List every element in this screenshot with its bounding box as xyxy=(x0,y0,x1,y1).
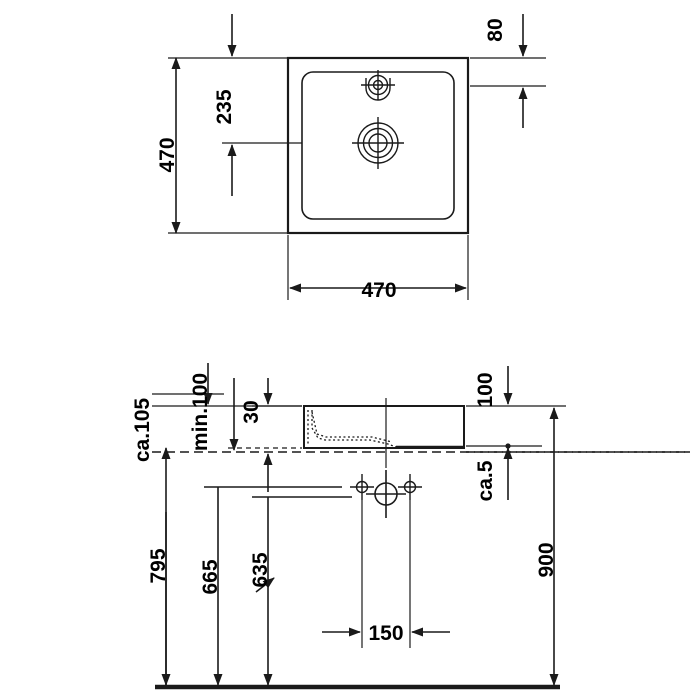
dim-635-leader xyxy=(255,577,275,593)
elevation-supply-hole-left xyxy=(350,474,374,500)
dim-ca5 xyxy=(503,443,513,500)
dim-80-extension xyxy=(470,57,546,87)
dimension-labels: 470 235 470 80 ca.105 min.100 30 100 ca.… xyxy=(131,18,558,645)
elevation-basin-bowl-hidden xyxy=(307,410,397,448)
label-100: 100 xyxy=(474,372,497,407)
elevation-basin-body xyxy=(303,405,465,449)
elevation-reference-lines xyxy=(152,393,690,453)
plan-extension-lines xyxy=(168,57,469,300)
elevation-outlet-hole xyxy=(366,470,406,518)
label-ca5: ca.5 xyxy=(474,460,497,501)
label-150: 150 xyxy=(368,622,403,645)
label-665: 665 xyxy=(199,559,222,594)
label-470-vertical: 470 xyxy=(156,137,179,172)
label-470-horizontal: 470 xyxy=(361,279,396,302)
tap-hole-symbol xyxy=(361,70,395,101)
label-30: 30 xyxy=(240,400,263,423)
label-235: 235 xyxy=(213,89,236,124)
label-min100: min.100 xyxy=(189,373,212,451)
supply-reference-lines xyxy=(204,486,352,498)
label-ca105: ca.105 xyxy=(131,398,154,463)
label-80: 80 xyxy=(484,18,507,41)
drain-hole-symbol xyxy=(352,117,404,169)
label-795: 795 xyxy=(147,548,170,583)
elevation-supply-hole-right xyxy=(398,474,422,500)
dim-150-extension xyxy=(361,500,411,648)
label-900: 900 xyxy=(535,542,558,577)
label-635: 635 xyxy=(249,552,272,587)
